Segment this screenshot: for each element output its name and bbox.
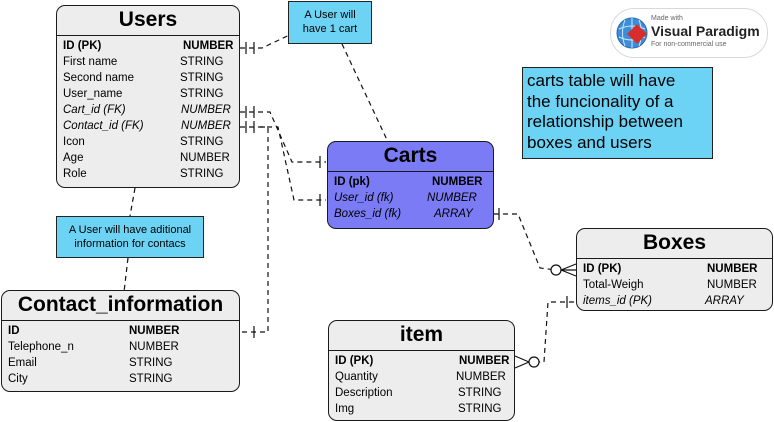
note-user-contact[interactable]: A User will have aditional information f… (56, 216, 204, 258)
entity-boxes-title: Boxes (577, 229, 772, 259)
users-row-cart-id: Cart_id (FK)NUMBER (63, 104, 231, 116)
note-user-cart-line-1: A User will (304, 9, 356, 21)
logo-line-made-with: Made with (651, 15, 683, 22)
entity-contact-information-title: Contact_information (2, 291, 239, 321)
line-users-note-contact (129, 187, 136, 217)
carts-row-id: ID (pk)NUMBER (334, 176, 483, 188)
line-users-contact (242, 126, 269, 333)
entity-carts-title: Carts (328, 142, 493, 172)
visual-paradigm-logo-icon (616, 17, 648, 49)
logo-line-brand: Visual Paradigm (651, 23, 760, 39)
visual-paradigm-badge: Made with Visual Paradigm For non-commer… (610, 8, 768, 58)
boxes-row-items-id: items_id (PK)ARRAY (583, 295, 744, 307)
note-carts-functionality[interactable]: carts table will have the funcionality o… (522, 67, 713, 159)
note-carts-line-2: the funcionality of a (527, 91, 674, 111)
note-carts-line-1: carts table will have (527, 71, 676, 90)
line-boxes-item (530, 301, 574, 363)
carts-row-user-id: User_id (fk)NUMBER (334, 192, 477, 204)
line-note-carts (341, 43, 389, 143)
users-row-contact-id: Contact_id (FK)NUMBER (63, 120, 231, 132)
line-carts-boxes (494, 213, 557, 271)
note-carts-line-4: boxes and users (527, 132, 652, 152)
line-note-contact (123, 257, 129, 293)
note-user-contact-line-1: A User will have aditional (68, 224, 192, 236)
item-row-id: ID (PK)NUMBER (335, 355, 510, 367)
note-user-cart-line-2: have 1 cart (302, 23, 358, 35)
line-users-note-cart (240, 29, 301, 49)
entity-carts[interactable]: Carts ID (pk)NUMBER User_id (fk)NUMBER B… (327, 141, 494, 229)
carts-row-boxes-id: Boxes_id (fk)ARRAY (334, 208, 473, 220)
entity-users-title: Users (57, 6, 239, 36)
note-user-cart[interactable]: A User will have 1 cart (288, 1, 372, 44)
note-carts-line-3: relationship between (527, 112, 683, 131)
logo-line-noncommercial: For non-commercial use (651, 41, 727, 48)
line-users-carts-id (240, 111, 326, 163)
note-user-contact-line-2: information for contacs (74, 238, 186, 250)
users-row-id: ID (PK)NUMBER (63, 40, 234, 52)
line-users-carts-userid (240, 126, 326, 201)
boxes-row-id: ID (PK)NUMBER (583, 263, 758, 275)
entity-item-title: item (329, 321, 514, 351)
